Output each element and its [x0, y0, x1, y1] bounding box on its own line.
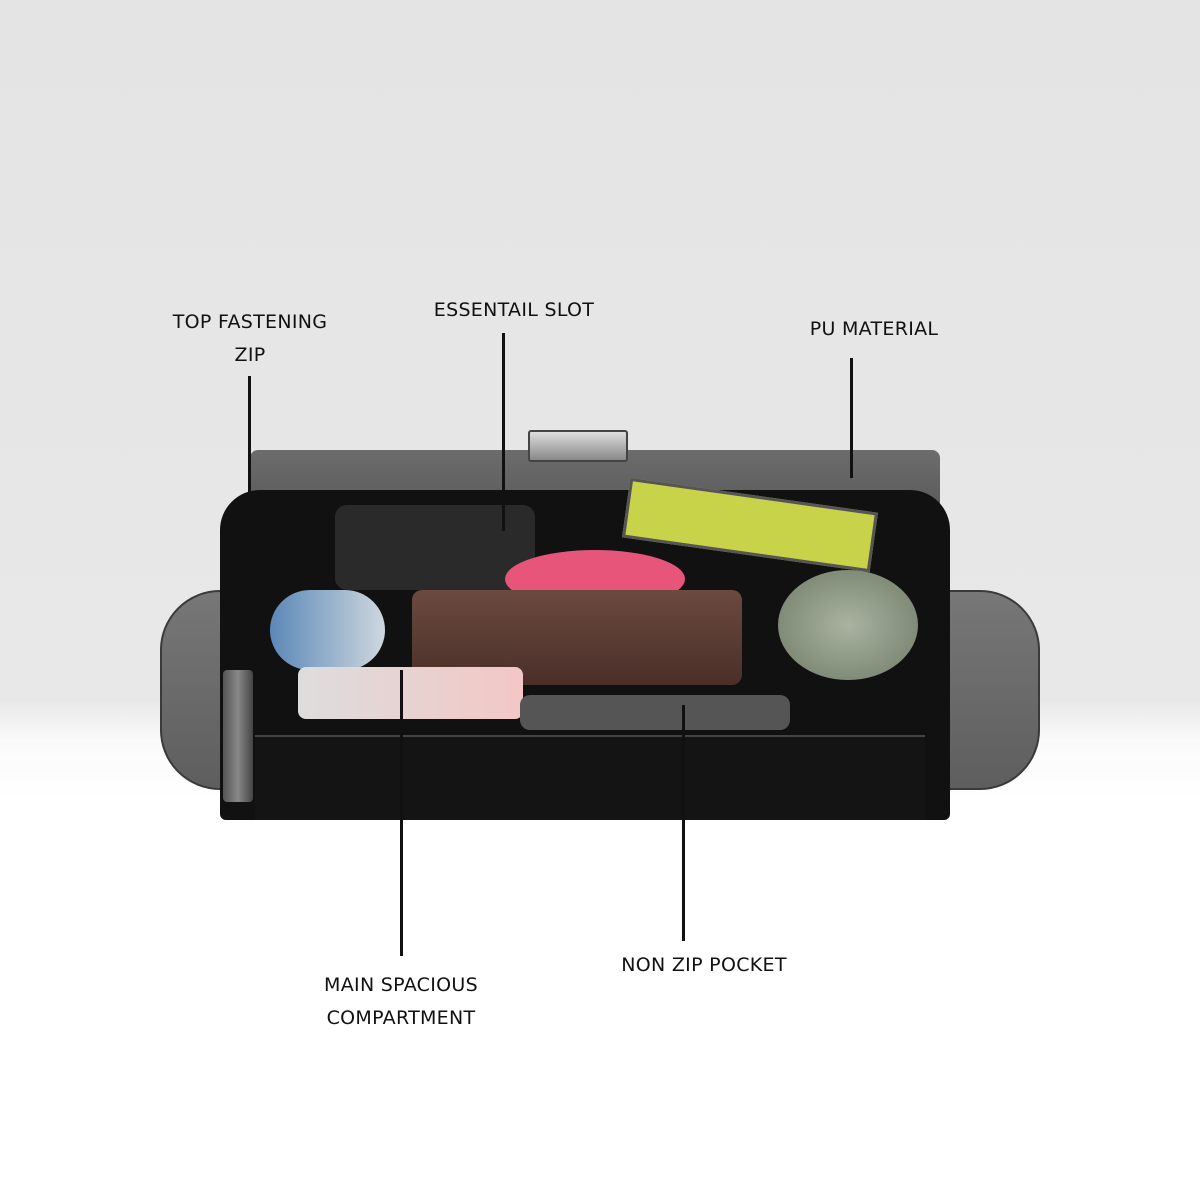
leader-line-main-compartment — [400, 670, 403, 956]
leader-line-essential-slot — [502, 333, 505, 531]
callout-non-zip-pocket: NON ZIP POCKET — [621, 954, 787, 976]
zip-puller — [223, 670, 253, 802]
callout-main-compartment: MAIN SPACIOUS COMPARTMENT — [324, 974, 478, 1029]
bag-front-pocket — [255, 735, 925, 820]
leader-line-pu-material — [850, 358, 853, 478]
lipgloss-item — [298, 667, 523, 719]
callout-essential-slot: ESSENTAIL SLOT — [433, 299, 595, 321]
leader-line-non-zip-pocket — [682, 705, 685, 941]
red-phone-item — [520, 695, 790, 730]
bag-lock — [528, 430, 628, 462]
phone-item — [335, 505, 535, 590]
leader-line-top-fastening-zip — [248, 376, 251, 666]
callout-pu-material: PU MATERIAL — [809, 318, 939, 340]
bottle-item — [778, 570, 918, 680]
callout-top-fastening-zip: TOP FASTENING ZIP — [172, 311, 328, 366]
blue-can-item — [270, 590, 385, 670]
